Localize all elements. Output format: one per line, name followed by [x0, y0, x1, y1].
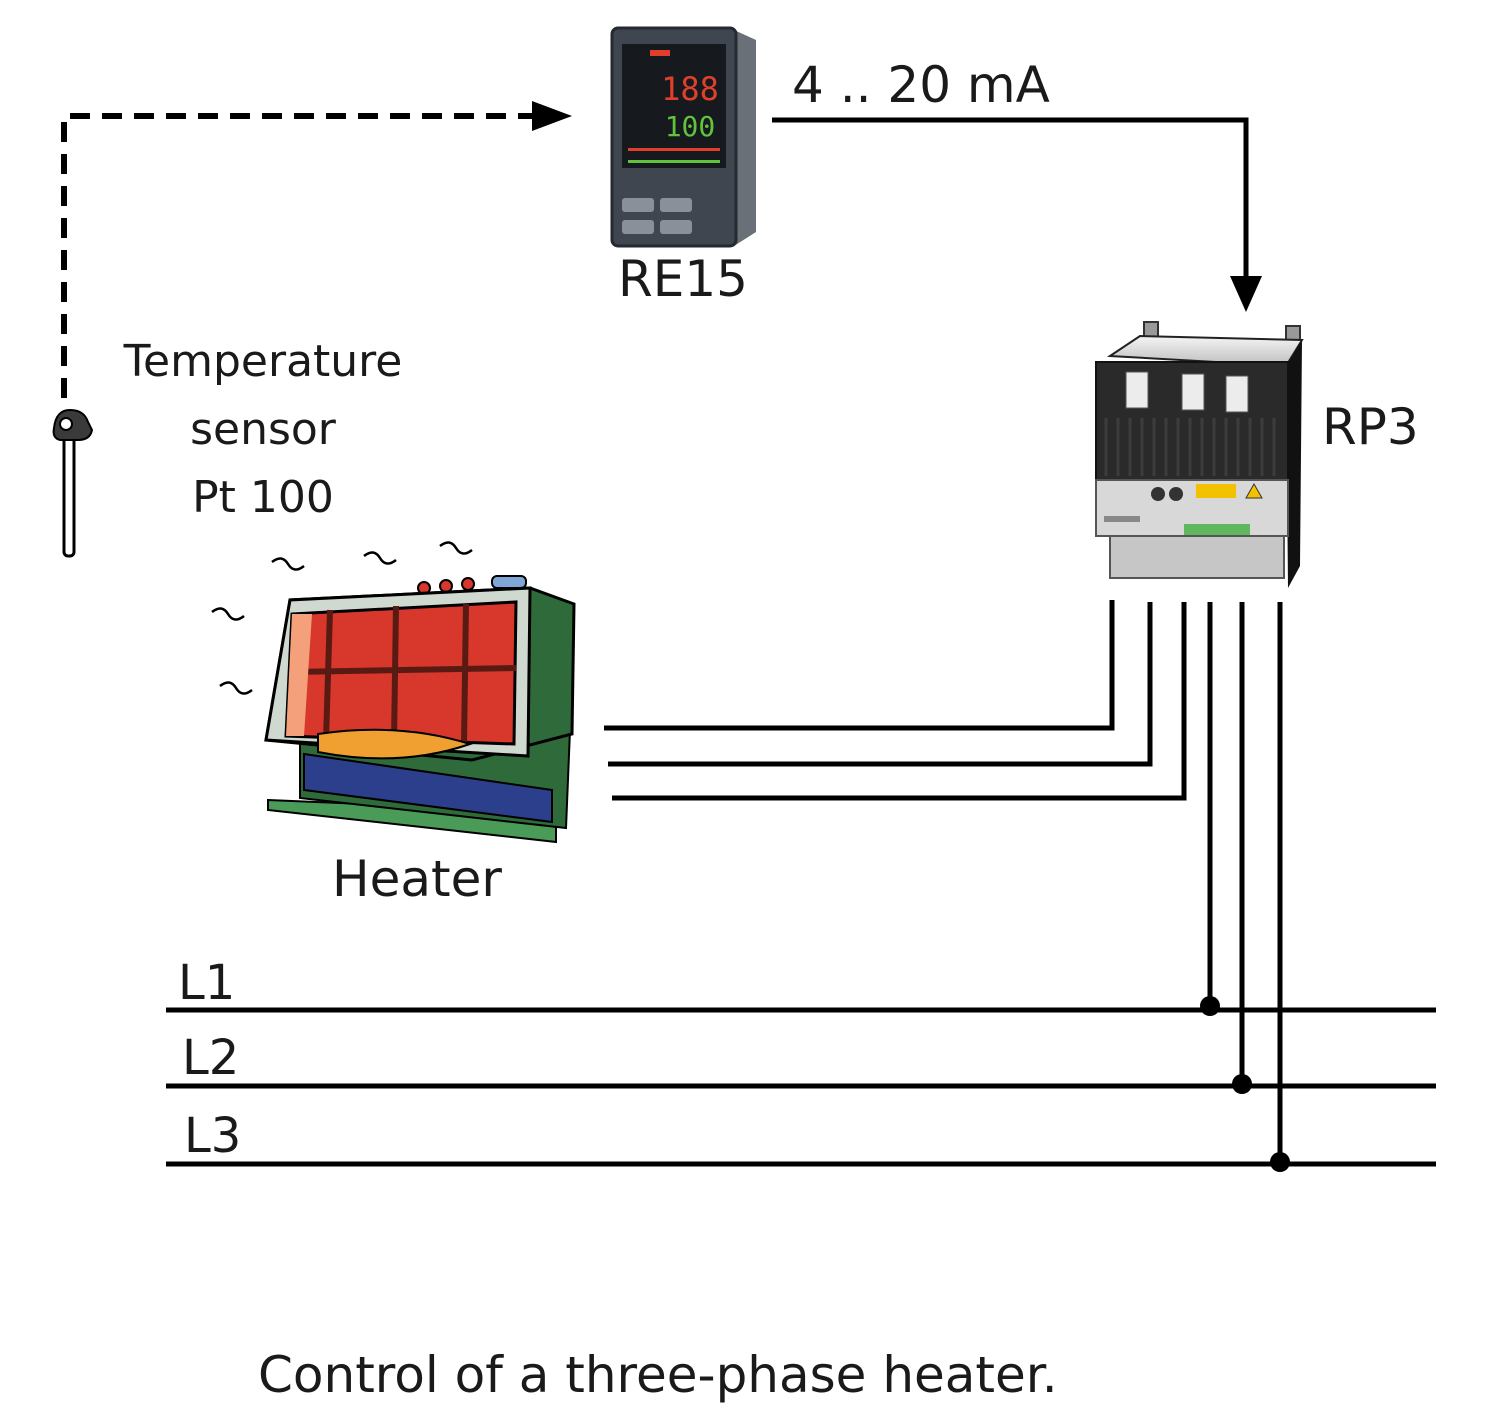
controller-display-top: 188: [661, 70, 719, 108]
junction-dot-l2: [1232, 1074, 1252, 1094]
controller-label: RE15: [618, 250, 748, 308]
phase-label-l1: L1: [178, 955, 236, 1011]
signal-label: 4 .. 20 mA: [792, 56, 1050, 114]
power-controller-icon: [1095, 321, 1304, 588]
sensor-feedback-arrowhead: [532, 101, 572, 131]
sensor-label-line1: Temperature: [123, 336, 403, 387]
heater-conductor-3: [612, 602, 1187, 801]
heater-label: Heater: [332, 850, 502, 908]
heat-wave-marks: [211, 541, 473, 695]
phase-label-l3: L3: [184, 1108, 242, 1164]
sensor-label-line3: Pt 100: [192, 472, 334, 523]
junction-dot-l1: [1200, 996, 1220, 1016]
heater-icon: [211, 541, 576, 844]
controller-icon: 188 100: [610, 26, 756, 248]
heater-conductor-1: [604, 600, 1115, 731]
sensor-feedback-line: [61, 113, 556, 398]
junction-dot-l3: [1270, 1152, 1290, 1172]
temperature-sensor-icon: [52, 408, 94, 558]
signal-line: [772, 117, 1249, 284]
signal-arrowhead: [1230, 276, 1262, 312]
phase-lines: [166, 1007, 1436, 1167]
controller-display-bottom: 100: [665, 110, 716, 143]
supply-drops: [1207, 602, 1283, 1162]
power-controller-label: RP3: [1322, 398, 1419, 456]
sensor-label: Temperature sensor Pt 100: [118, 328, 408, 532]
phase-label-l2: L2: [182, 1030, 240, 1086]
heater-conductors: [604, 600, 1187, 801]
heater-conductor-2: [608, 602, 1153, 767]
sensor-label-line2: sensor: [190, 404, 336, 455]
diagram-caption: Control of a three-phase heater.: [258, 1346, 1058, 1404]
